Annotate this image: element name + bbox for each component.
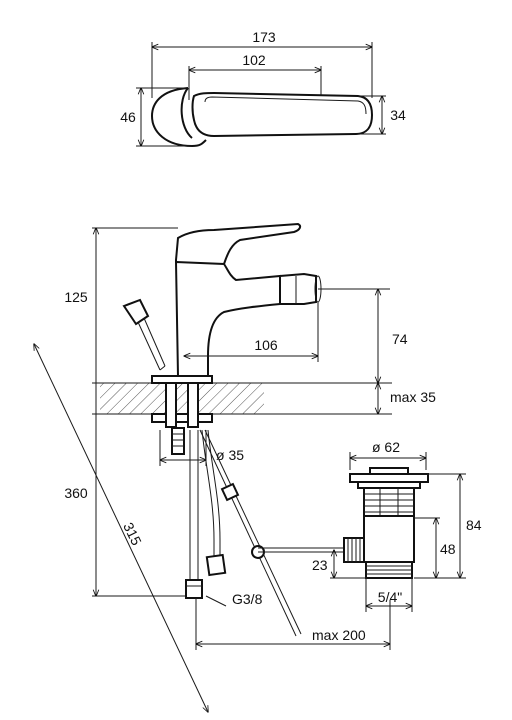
countertop — [100, 383, 264, 414]
dim-deck-thickness: max 35 — [390, 389, 436, 405]
dim-rod-length: 315 — [120, 520, 145, 548]
dim-connector-offset: 23 — [312, 557, 328, 573]
dim-height-spout: 125 — [64, 289, 88, 305]
dim-waste-height: 84 — [466, 517, 482, 533]
dim-mount-hole: ø 35 — [216, 447, 244, 463]
dim-height-left: 46 — [120, 109, 136, 125]
dim-waste-body: 48 — [440, 541, 456, 557]
dim-width-overall: 173 — [252, 29, 276, 45]
dim-spout-reach: 106 — [254, 337, 278, 353]
dim-waste-thread: 5/4" — [378, 589, 402, 605]
dim-rod-reach: max 200 — [312, 627, 366, 643]
dim-waste-diameter: ø 62 — [372, 439, 400, 455]
waste-valve: ø 62 84 48 23 5/4" — [312, 439, 482, 612]
dim-height-total: 360 — [64, 485, 88, 501]
side-view: 125 360 74 106 max 35 — [34, 222, 436, 712]
dim-spout-rise: 74 — [392, 331, 408, 347]
dim-height-right: 34 — [390, 107, 406, 123]
top-view: 173 102 46 34 — [120, 29, 406, 147]
dim-hose-thread: G3/8 — [232, 591, 263, 607]
dim-width-lever: 102 — [242, 52, 266, 68]
